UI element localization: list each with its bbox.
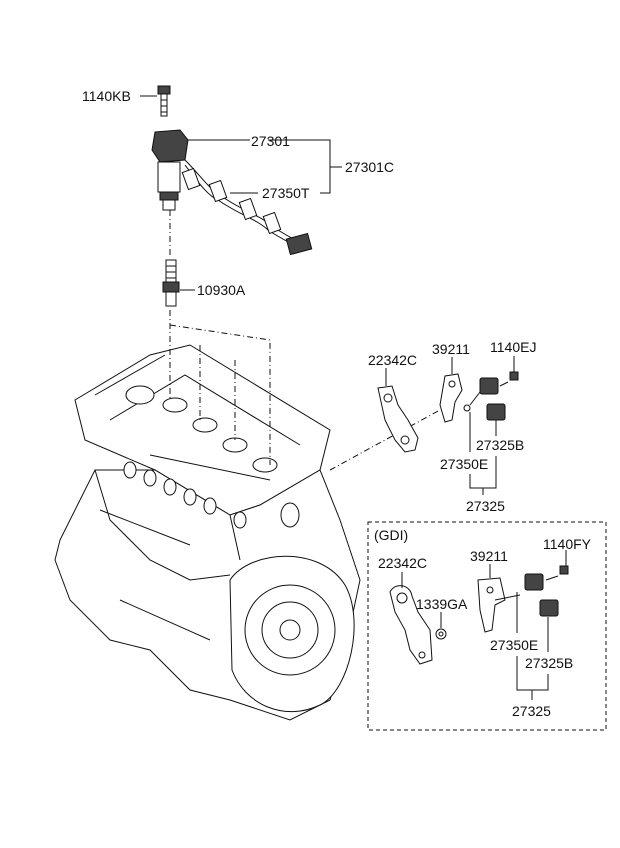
bracket-22342c (377, 385, 419, 453)
gdi-bracket-22342c (389, 585, 433, 665)
label-harness-27350t: 27350T (262, 185, 310, 201)
plug-well-2 (192, 417, 218, 433)
ignition-coil (151, 129, 189, 211)
gdi-variant-box: (GDI) 22342C 1339GA 39211 1140FY (367, 521, 607, 731)
gdi-sensor-27325b (539, 599, 559, 617)
gdi-bolt-1140fy (545, 565, 569, 581)
label-sensor-bracket-39211: 39211 (432, 341, 470, 357)
label-bolt-1140ej: 1140EJ (490, 339, 536, 355)
bolt-1140ej (499, 371, 519, 387)
label-gdi-sensor-27325b: 27325B (525, 655, 573, 671)
gdi-box-outline (367, 521, 607, 731)
gdi-sensor-bracket-39211 (477, 577, 521, 633)
coil-harness (181, 159, 313, 256)
gdi-washer-1339ga (435, 628, 447, 640)
plug-well-4 (252, 457, 278, 473)
engine-block (54, 344, 361, 721)
sensor-27350e (463, 377, 499, 412)
plug-well-3 (222, 437, 248, 453)
label-sensor-27325b: 27325B (476, 437, 524, 453)
label-coil-27301: 27301 (251, 133, 290, 149)
label-gdi-sensor-27350e: 27350E (490, 637, 538, 653)
label-gdi-sensor-bracket-39211: 39211 (470, 548, 508, 564)
label-bracket-22342c: 22342C (368, 352, 417, 368)
plug-well-1 (162, 397, 188, 413)
label-gdi-bolt-1140fy: 1140FY (543, 536, 592, 552)
label-spark-plug-10930a: 10930A (197, 282, 246, 298)
label-sensor-27350e: 27350E (440, 456, 488, 472)
sensor-27325b (486, 403, 506, 436)
sensor-bracket-39211 (439, 373, 463, 423)
label-gdi-bracket-22342c: 22342C (378, 555, 427, 571)
bolt-1140kb (157, 85, 171, 117)
label-bolt-1140kb: 1140KB (82, 88, 131, 104)
oil-cap (125, 385, 155, 405)
label-coil-assy-27301c: 27301C (345, 159, 394, 175)
label-gdi-washer-1339ga: 1339GA (416, 596, 468, 612)
label-gdi-sensor-assy-27325: 27325 (512, 703, 551, 719)
label-sensor-assy-27325: 27325 (466, 498, 505, 514)
dash-leaders (169, 210, 441, 471)
gdi-box-title: (GDI) (374, 527, 408, 543)
spark-plug (162, 259, 180, 307)
gdi-sensor-27350e (524, 573, 544, 591)
